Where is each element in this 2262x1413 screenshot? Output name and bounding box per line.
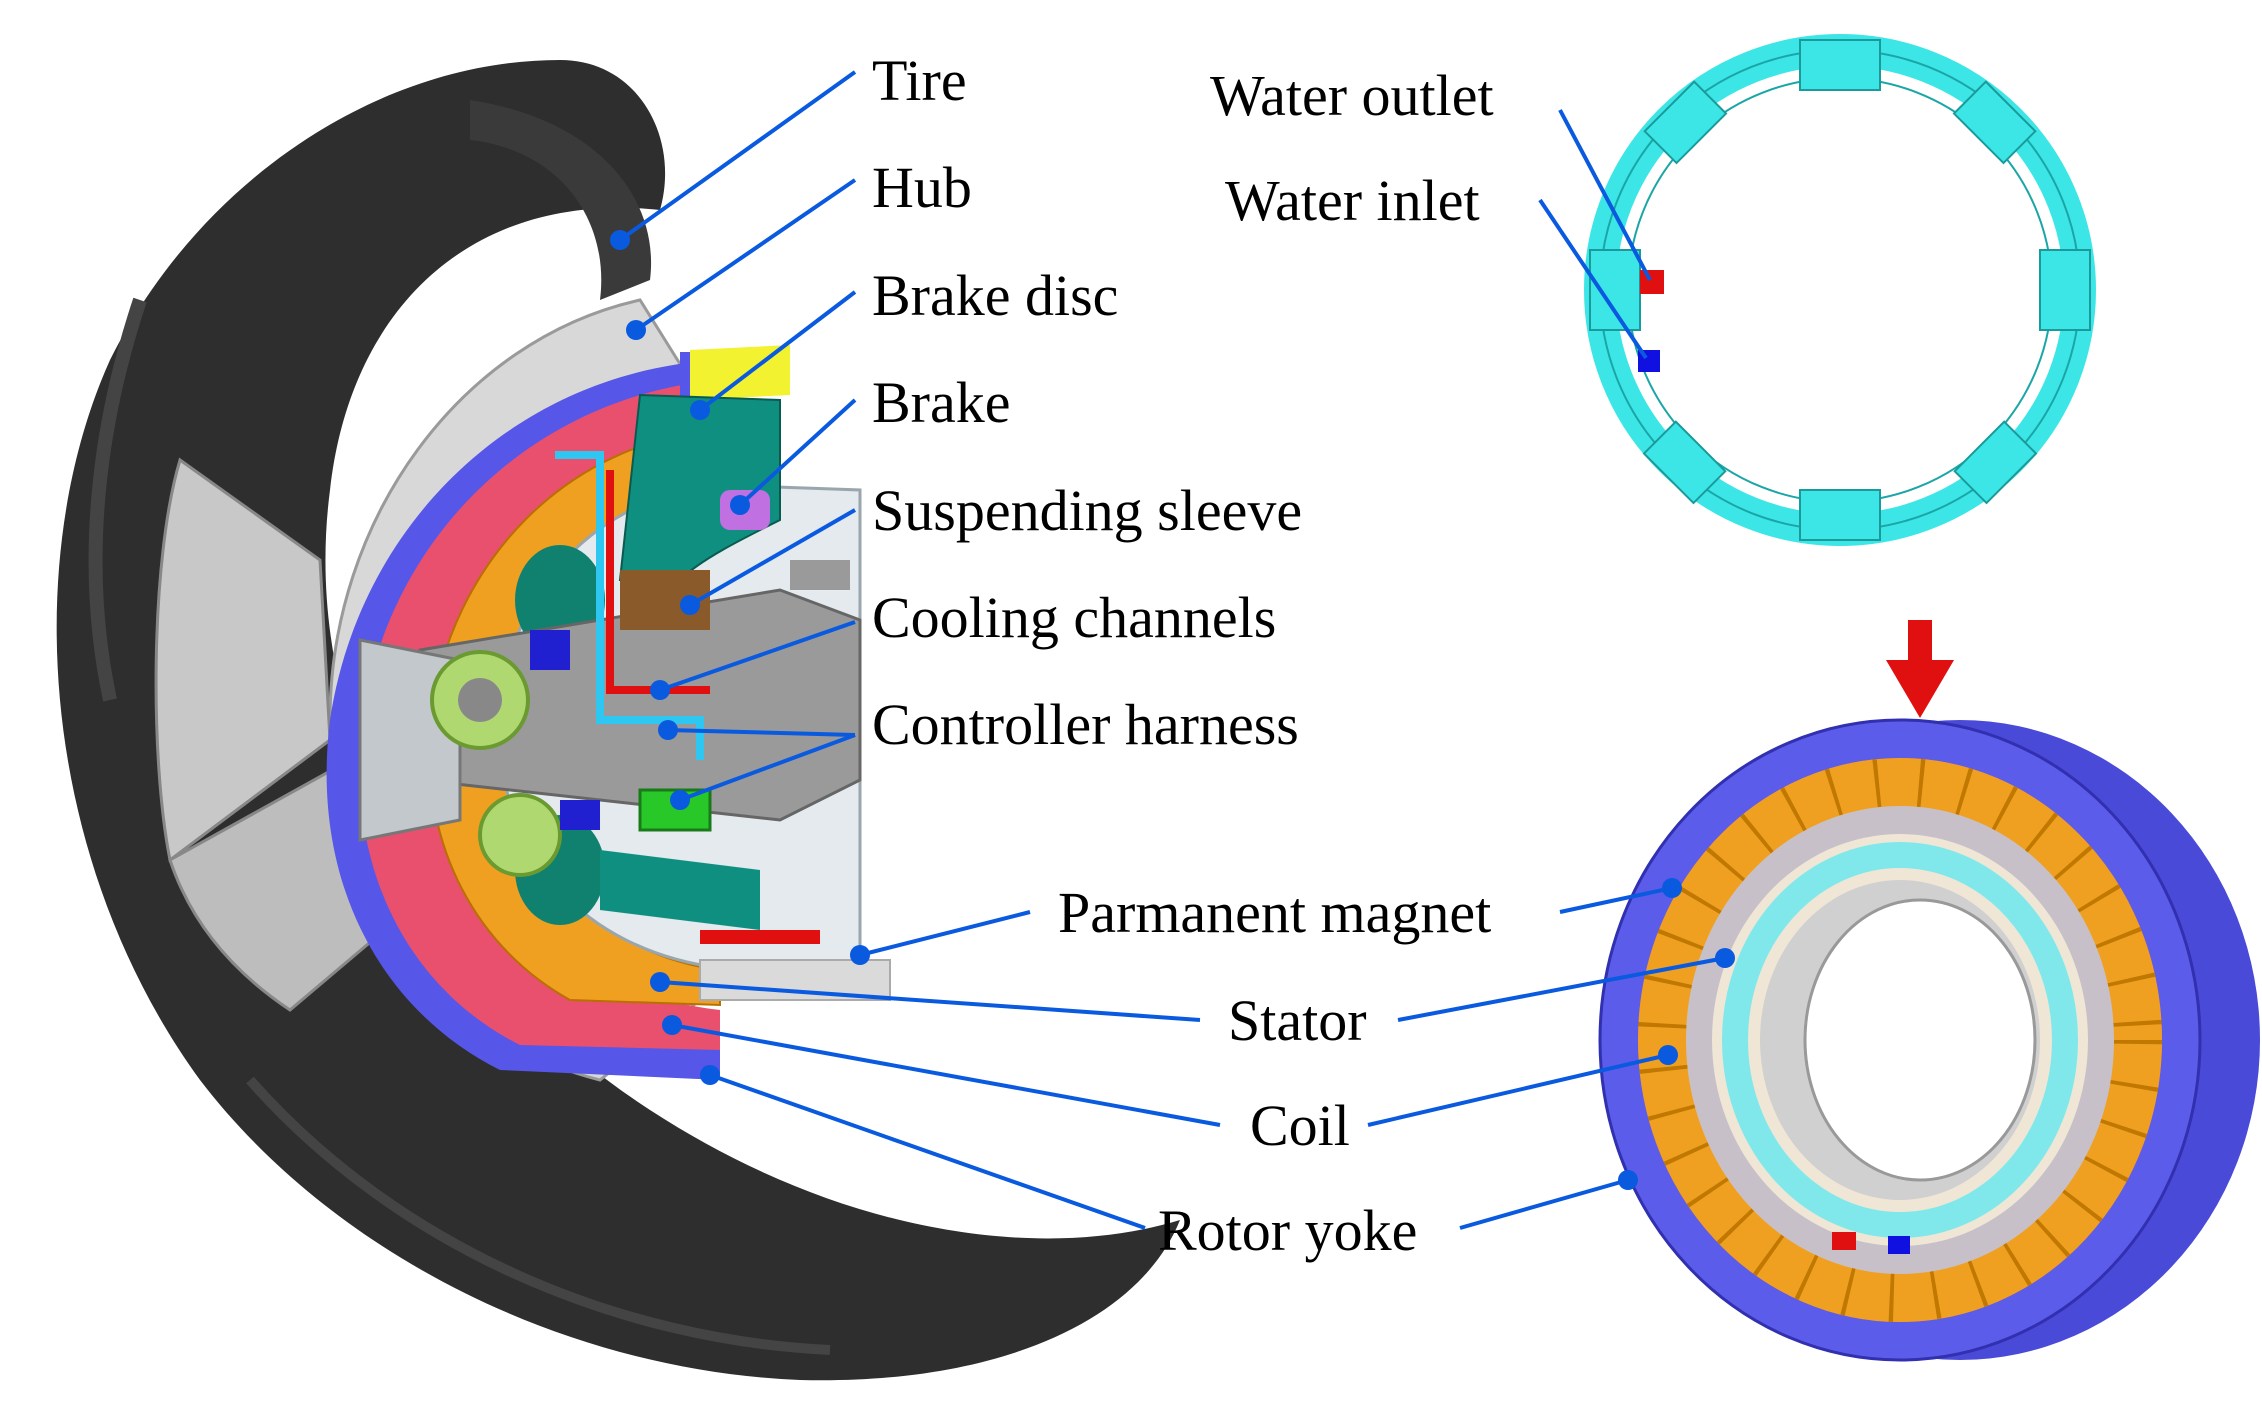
water-outlet-marker (1640, 270, 1664, 294)
label-controller-harness: Controller harness (872, 692, 1299, 757)
label-cooling-channels: Cooling channels (872, 585, 1276, 650)
label-coil: Coil (1250, 1093, 1350, 1158)
wheel-cutaway (56, 60, 1181, 1381)
label-water-outlet: Water outlet (1210, 63, 1494, 128)
label-permanent-magnet: Parmanent magnet (1058, 880, 1491, 945)
motor-ring (1598, 718, 2260, 1362)
label-water-inlet: Water inlet (1225, 168, 1480, 233)
label-tire: Tire (872, 48, 967, 113)
magnet-band (359, 380, 720, 1050)
label-suspending-sleeve: Suspending sleeve (872, 478, 1302, 543)
cooling-channel-ring (1584, 34, 2096, 546)
label-rotor-yoke: Rotor yoke (1158, 1198, 1417, 1263)
label-brake: Brake (872, 370, 1011, 435)
leader-lines (610, 70, 1735, 1230)
tire-shape (56, 60, 1181, 1381)
label-brake-disc: Brake disc (872, 263, 1118, 328)
label-stator: Stator (1228, 988, 1367, 1053)
controller-harness-shape (638, 788, 712, 832)
cooling-channel-line (555, 451, 704, 760)
label-hub: Hub (872, 155, 972, 220)
down-arrow (1886, 620, 1954, 718)
